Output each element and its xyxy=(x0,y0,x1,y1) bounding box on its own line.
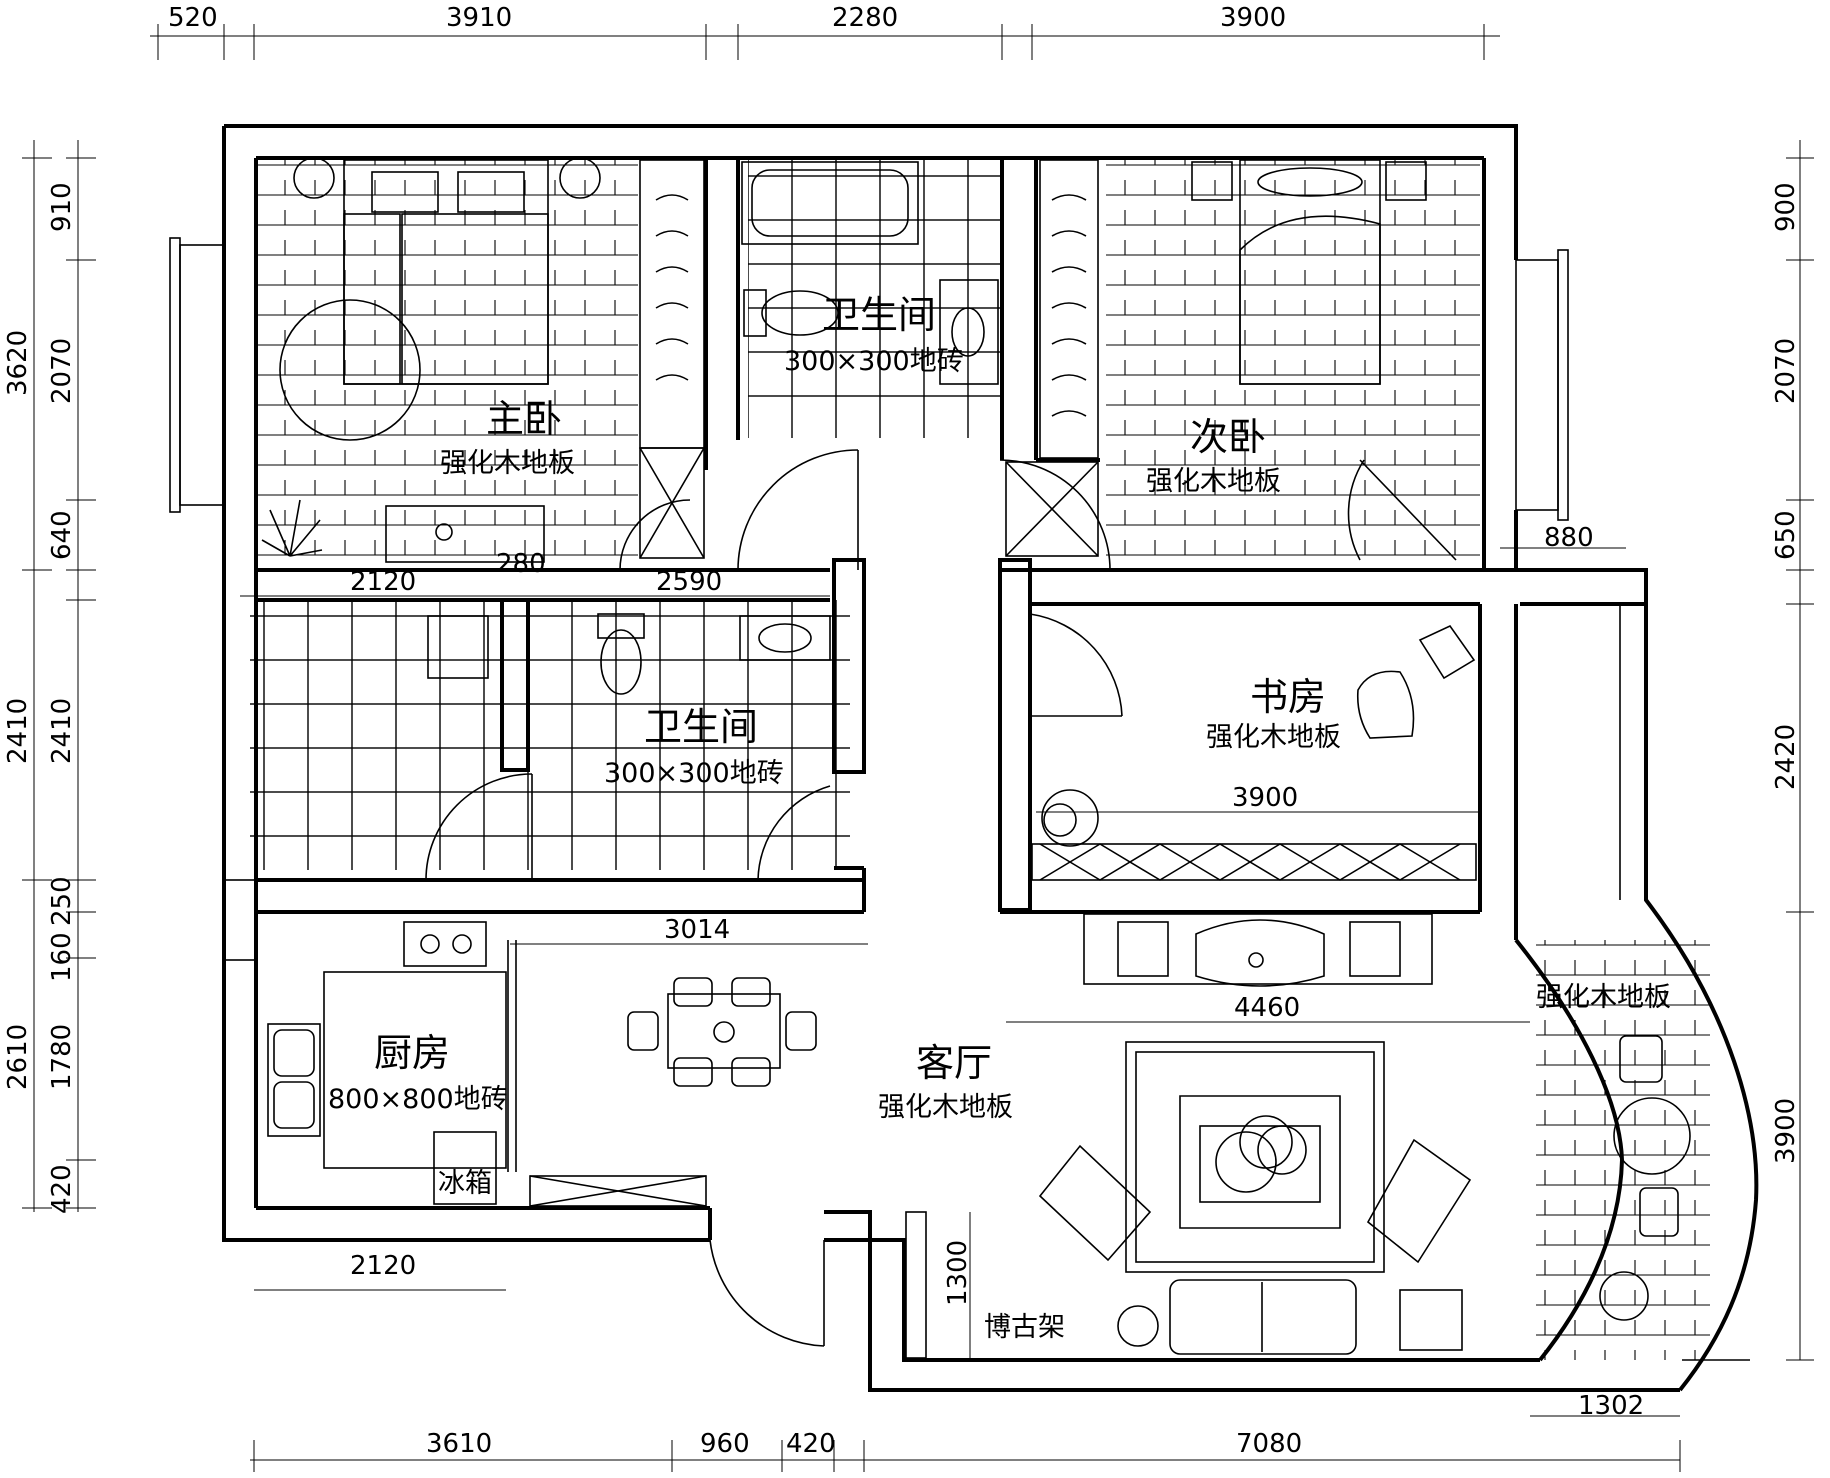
dim-left-420: 420 xyxy=(47,1164,77,1214)
dim-right-650: 650 xyxy=(1771,510,1801,560)
dim-4460: 4460 xyxy=(1234,993,1300,1023)
dim-left-2070: 2070 xyxy=(47,338,77,404)
furniture xyxy=(261,157,1691,1359)
label-display-shelf: 博古架 xyxy=(984,1312,1065,1343)
room-labels: 主卧 强化木地板 卫生间 300×300地砖 次卧 强化木地板 卫生间 300×… xyxy=(328,293,1671,1343)
doors xyxy=(425,449,1457,1347)
dim-top-3900: 3900 xyxy=(1220,3,1286,33)
dim-2590: 2590 xyxy=(656,567,722,597)
dim-right-3900: 3900 xyxy=(1771,1098,1801,1164)
room-second-bedroom-name: 次卧 xyxy=(1190,415,1266,459)
dim-2120-lower: 2120 xyxy=(350,1251,416,1281)
dim-bottom-3610: 3610 xyxy=(426,1429,492,1459)
label-fridge: 冰箱 xyxy=(438,1168,492,1199)
dimension-labels: 520 3910 2280 3900 3610 960 420 7080 362… xyxy=(3,3,1801,1459)
dim-3014: 3014 xyxy=(664,915,730,945)
dim-880: 880 xyxy=(1544,523,1594,553)
dim-bottom-420: 420 xyxy=(786,1429,836,1459)
room-study-name: 书房 xyxy=(1250,675,1326,719)
dim-right-2420: 2420 xyxy=(1771,724,1801,790)
dim-left-2610: 2610 xyxy=(3,1024,33,1090)
dim-top-520: 520 xyxy=(168,3,218,33)
room-second-bedroom-floor: 强化木地板 xyxy=(1146,466,1281,497)
dim-bottom-960: 960 xyxy=(700,1429,750,1459)
room-living-room-name: 客厅 xyxy=(916,1041,992,1085)
dim-left-3620: 3620 xyxy=(3,330,33,396)
walls xyxy=(169,124,1759,1392)
room-living-room-floor: 强化木地板 xyxy=(878,1092,1013,1123)
dim-left-2410-outer: 2410 xyxy=(3,698,33,764)
dim-1302: 1302 xyxy=(1578,1391,1644,1421)
dim-left-910: 910 xyxy=(47,182,77,232)
room-study-floor: 强化木地板 xyxy=(1206,722,1341,753)
dim-280: 280 xyxy=(496,549,546,579)
dim-left-160: 160 xyxy=(47,932,77,982)
dim-right-2070: 2070 xyxy=(1771,338,1801,404)
room-bathroom-lower-floor: 300×300地砖 xyxy=(604,758,784,789)
dim-left-640: 640 xyxy=(47,510,77,560)
room-bathroom-upper-name: 卫生间 xyxy=(822,293,936,337)
room-kitchen-floor: 800×800地砖 xyxy=(328,1084,508,1115)
dim-left-250: 250 xyxy=(47,876,77,926)
room-bathroom-upper-floor: 300×300地砖 xyxy=(784,346,964,377)
room-master-bedroom-name: 主卧 xyxy=(486,397,562,441)
dim-left-2410-inner: 2410 xyxy=(47,698,77,764)
dim-top-2280: 2280 xyxy=(832,3,898,33)
room-master-bedroom-floor: 强化木地板 xyxy=(440,448,575,479)
dim-right-900: 900 xyxy=(1771,182,1801,232)
dim-2120-upper: 2120 xyxy=(350,567,416,597)
dim-1300: 1300 xyxy=(943,1240,973,1306)
dim-bottom-7080: 7080 xyxy=(1236,1429,1302,1459)
dimension-lines xyxy=(22,24,1814,1472)
room-balcony-floor: 强化木地板 xyxy=(1536,982,1671,1013)
dim-left-1780: 1780 xyxy=(47,1024,77,1090)
dim-top-3910: 3910 xyxy=(446,3,512,33)
dim-3900-study: 3900 xyxy=(1232,783,1298,813)
room-kitchen-name: 厨房 xyxy=(374,1031,450,1075)
room-bathroom-lower-name: 卫生间 xyxy=(644,705,758,749)
